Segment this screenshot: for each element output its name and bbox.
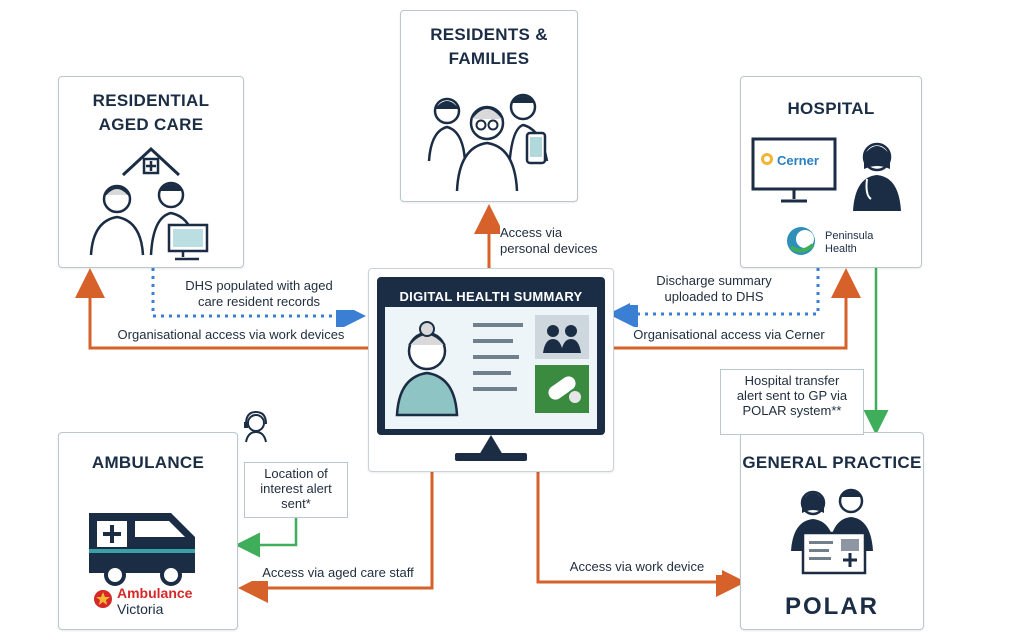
edge-dhs-to-ambulance <box>238 470 434 603</box>
node-hospital: HOSPITAL Cerner Peninsula Health <box>740 76 922 268</box>
aged-care-people-icon <box>89 146 209 261</box>
residential-title: RESIDENTIAL AGED CARE <box>92 91 210 134</box>
label-org-cerner: Organisational access via Cerner <box>616 327 842 343</box>
node-digital-health-summary: DIGITAL HEALTH SUMMARY <box>368 268 614 472</box>
node-ambulance: AMBULANCE Ambulance Victoria <box>58 432 238 630</box>
gp-title: GENERAL PRACTICE <box>742 453 922 472</box>
label-org-work-devices: Organisational access via work devices <box>96 327 366 343</box>
label-dhs-populated: DHS populated with aged care resident re… <box>164 278 354 310</box>
headset-operator-icon <box>244 410 267 443</box>
edge-location-alert <box>235 518 298 558</box>
label-personal-devices: Access via personal devices <box>500 225 620 257</box>
edge-dhs-to-hospital <box>612 268 861 350</box>
peninsula-health-logo-text: Peninsula Health <box>825 230 874 255</box>
ambulance-victoria-logo-line2: Victoria <box>117 601 164 617</box>
ambulance-victoria-logo-line1: Ambulance <box>117 585 193 601</box>
polar-logo-text: POLAR <box>785 593 879 620</box>
dhs-title: DIGITAL HEALTH SUMMARY <box>399 289 583 304</box>
node-residents-families: RESIDENTS & FAMILIES <box>400 10 578 202</box>
family-icon <box>427 93 549 192</box>
cerner-logo-text: Cerner <box>777 153 819 168</box>
edge-dhs-to-gp <box>536 470 746 597</box>
edge-residential-to-dhs <box>151 268 366 331</box>
gp-doctors-icon <box>791 488 873 575</box>
hospital-monitor-icon <box>751 137 901 255</box>
node-general-practice: GENERAL PRACTICE POLAR <box>740 432 924 630</box>
ambulance-vehicle-icon <box>89 513 195 608</box>
label-hospital-transfer: Hospital transfer alert sent to GP via P… <box>720 369 864 435</box>
label-location-alert: Location of interest alert sent* <box>244 462 348 518</box>
label-aged-care-staff: Access via aged care staff <box>246 565 430 581</box>
edge-dhs-to-residential <box>75 268 368 350</box>
residents-title: RESIDENTS & FAMILIES <box>430 25 548 68</box>
ambulance-title: AMBULANCE <box>91 453 205 472</box>
label-work-device: Access via work device <box>552 559 722 575</box>
hospital-title: HOSPITAL <box>787 99 875 118</box>
node-residential-aged-care: RESIDENTIAL AGED CARE <box>58 76 244 268</box>
label-discharge-summary: Discharge summary uploaded to DHS <box>630 273 798 305</box>
dhs-monitor-icon <box>377 277 605 461</box>
